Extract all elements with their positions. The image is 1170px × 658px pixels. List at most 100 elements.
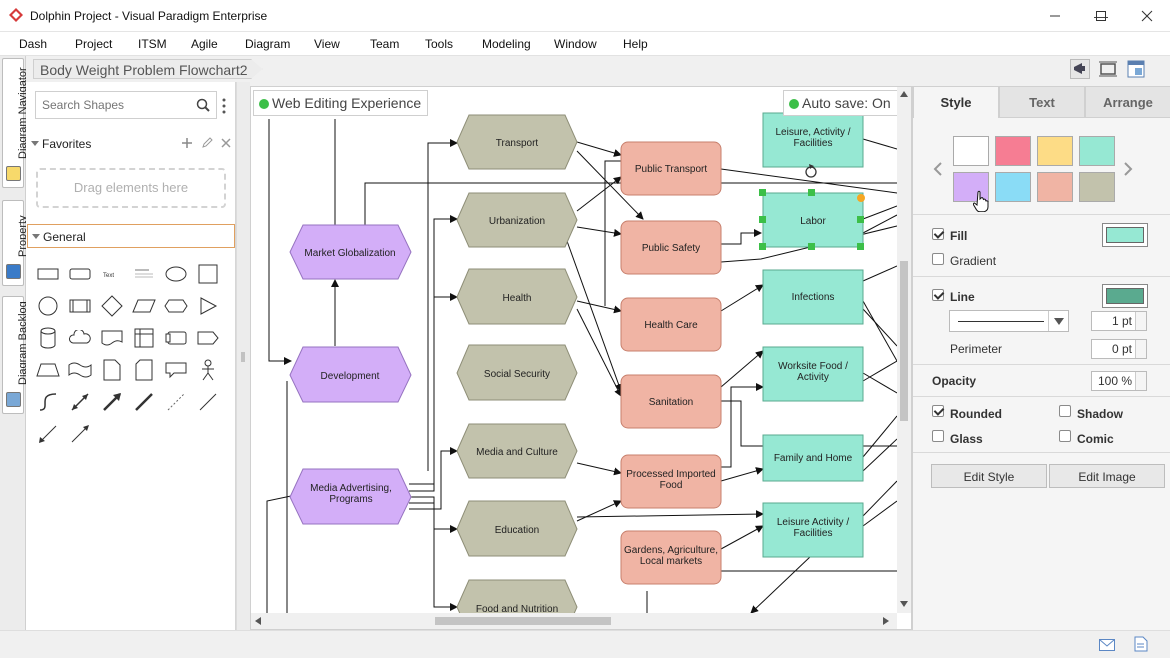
favorites-header[interactable]: Favorites [27, 132, 235, 156]
line-color-picker[interactable] [1102, 284, 1148, 308]
more-options-icon[interactable] [222, 98, 226, 114]
minimize-window-button[interactable] [1032, 0, 1078, 32]
node-social-security[interactable]: Social Security [456, 344, 578, 401]
node-public-safety[interactable]: Public Safety [620, 220, 722, 275]
shape-parallelogram[interactable] [130, 292, 158, 320]
shape-note[interactable] [98, 356, 126, 384]
tab-diagram-navigator[interactable]: Diagram Navigator [2, 58, 29, 188]
shape-process[interactable] [66, 292, 94, 320]
general-header[interactable]: General [27, 224, 235, 248]
line-width-input[interactable]: 1 pt [1091, 311, 1147, 331]
swatch-salmon[interactable] [1037, 172, 1073, 202]
auto-save-badge[interactable]: Auto save: On [783, 90, 898, 116]
shape-heading[interactable] [130, 260, 158, 288]
rotate-icon[interactable] [805, 164, 817, 178]
search-icon[interactable] [196, 98, 210, 112]
edit-style-button[interactable]: Edit Style [931, 464, 1047, 488]
chevron-right-icon[interactable] [1123, 162, 1133, 176]
close-window-button[interactable] [1124, 0, 1170, 32]
shape-cylinder[interactable] [34, 324, 62, 352]
shape-diamond[interactable] [98, 292, 126, 320]
tab-style[interactable]: Style [913, 86, 999, 118]
node-education[interactable]: Education [456, 500, 578, 557]
node-public-transport[interactable]: Public Transport [620, 141, 722, 196]
mail-icon[interactable] [1099, 639, 1115, 651]
shape-bidirectional-arrow[interactable] [66, 388, 94, 416]
tab-arrange[interactable]: Arrange [1085, 86, 1170, 118]
menu-modeling[interactable]: Modeling [482, 37, 531, 51]
shadow-checkbox[interactable] [1059, 405, 1071, 417]
diagram-canvas[interactable]: Market Globalization Development Media A… [250, 86, 912, 630]
vertical-scrollbar[interactable] [897, 87, 911, 613]
shape-directed-line[interactable] [34, 420, 62, 448]
announcement-icon[interactable] [1070, 59, 1090, 79]
fit-diagram-icon[interactable] [1098, 59, 1118, 79]
maximize-window-button[interactable] [1078, 0, 1124, 32]
node-transport[interactable]: Transport [456, 114, 578, 170]
selection-handles[interactable] [759, 189, 865, 250]
panel-splitter[interactable] [236, 82, 250, 630]
shape-document[interactable] [98, 324, 126, 352]
node-family-home[interactable]: Family and Home [762, 434, 864, 482]
scroll-down-icon[interactable] [900, 601, 908, 607]
tab-text[interactable]: Text [999, 86, 1085, 118]
perimeter-input[interactable]: 0 pt [1091, 339, 1147, 359]
shape-rounded-rectangle[interactable] [66, 260, 94, 288]
drag-handle-icon[interactable] [240, 352, 246, 362]
shape-text[interactable]: Text [98, 260, 126, 288]
edit-icon[interactable] [201, 137, 213, 149]
shape-cloud[interactable] [66, 324, 94, 352]
shape-card[interactable] [130, 356, 158, 384]
swatch-purple[interactable] [953, 172, 989, 202]
web-editing-badge[interactable]: Web Editing Experience [253, 90, 429, 116]
opacity-input[interactable]: 100 % [1091, 371, 1147, 391]
shape-circle[interactable] [34, 292, 62, 320]
edit-image-button[interactable]: Edit Image [1049, 464, 1165, 488]
menu-help[interactable]: Help [623, 37, 648, 51]
horizontal-scrollbar[interactable] [251, 613, 897, 629]
line-checkbox[interactable] [932, 289, 944, 301]
chevron-left-icon[interactable] [933, 162, 943, 176]
tab-property[interactable]: Property [2, 200, 29, 286]
glass-checkbox[interactable] [932, 430, 944, 442]
diagram-overview-icon[interactable] [1126, 59, 1146, 79]
swatch-yellow[interactable] [1037, 136, 1073, 166]
swatch-pink[interactable] [995, 136, 1031, 166]
swatch-white[interactable] [953, 136, 989, 166]
node-market-globalization[interactable]: Market Globalization [289, 224, 412, 280]
node-health[interactable]: Health [456, 268, 578, 325]
shape-triangle[interactable] [194, 292, 222, 320]
shape-thick-line[interactable] [130, 388, 158, 416]
search-shapes-input[interactable] [42, 98, 192, 112]
shape-ellipse[interactable] [162, 260, 190, 288]
menu-itsm[interactable]: ITSM [138, 37, 167, 51]
menu-project[interactable]: Project [75, 37, 113, 51]
remove-icon[interactable] [220, 137, 232, 149]
node-labor[interactable]: Labor [762, 192, 864, 248]
node-food-nutrition[interactable]: Food and Nutrition [456, 579, 578, 613]
shape-curve[interactable] [34, 388, 62, 416]
dropdown-button[interactable] [1048, 311, 1068, 331]
node-media-culture[interactable]: Media and Culture [456, 423, 578, 479]
shape-line[interactable] [194, 388, 222, 416]
shape-trapezoid[interactable] [34, 356, 62, 384]
fill-checkbox[interactable] [932, 228, 944, 240]
menu-tools[interactable]: Tools [425, 37, 454, 51]
scroll-right-icon[interactable] [883, 617, 889, 625]
scroll-up-icon[interactable] [900, 91, 908, 97]
fill-color-picker[interactable] [1102, 223, 1148, 247]
node-health-care[interactable]: Health Care [620, 297, 722, 352]
corner-handle[interactable] [857, 194, 865, 202]
comic-checkbox[interactable] [1059, 430, 1071, 442]
shape-dashed-line[interactable] [162, 388, 190, 416]
node-worksite-food[interactable]: Worksite Food / Activity [762, 346, 864, 402]
breadcrumb[interactable]: Body Weight Problem Flowchart2 [33, 59, 263, 79]
shape-search[interactable] [35, 91, 217, 119]
menu-dash[interactable]: Dash [19, 37, 48, 51]
shape-actor[interactable] [194, 356, 222, 384]
scroll-left-icon[interactable] [255, 617, 261, 625]
node-development[interactable]: Development [289, 346, 412, 403]
shape-square[interactable] [194, 260, 222, 288]
shape-internal-storage[interactable] [130, 324, 158, 352]
shape-tape[interactable] [66, 356, 94, 384]
